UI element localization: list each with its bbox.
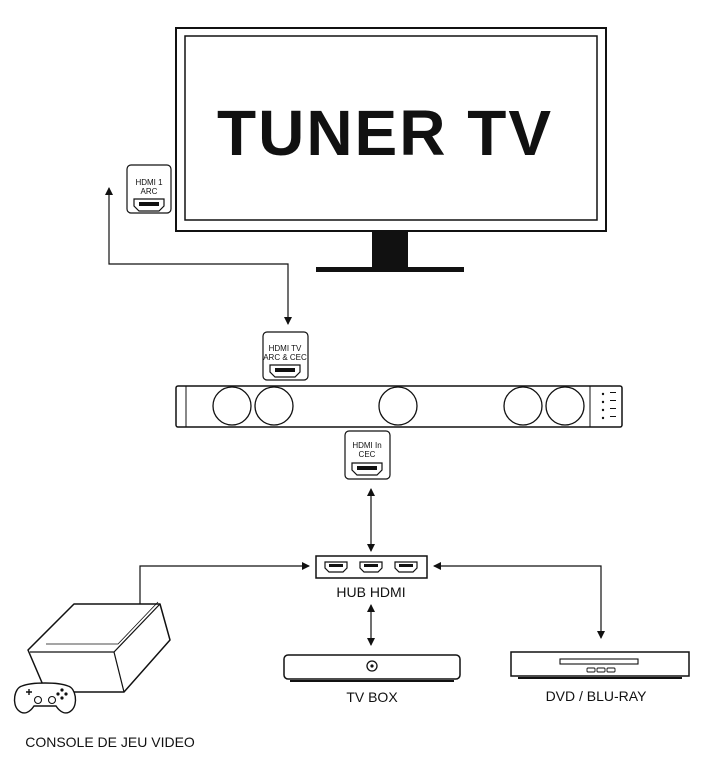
hdmi-connector-slot-icon [139, 202, 159, 206]
hub-label: HUB HDMI [336, 584, 405, 600]
game-console: CONSOLE DE JEU VIDEO [13, 601, 195, 750]
console-front-edge [113, 651, 125, 693]
tvbox-label: TV BOX [346, 689, 398, 705]
gamepad-icon [13, 682, 77, 714]
tv-stand-base [316, 267, 464, 272]
dvd-label: DVD / BLU-RAY [546, 688, 648, 704]
console-body-icon [27, 603, 171, 693]
hub-port-icon [359, 561, 383, 573]
dvd-button-icon [596, 667, 606, 673]
hub-to-console-connection [136, 562, 310, 613]
tv-hdmi-arc-port: HDMI 1 ARC [126, 164, 172, 214]
hub-to-dvd-connection [433, 562, 605, 639]
dvd-button-icon [586, 667, 596, 673]
port-label-line1: HDMI TV [269, 344, 302, 353]
port-label-line2: ARC & CEC [263, 353, 307, 362]
hub-port-icon [394, 561, 418, 573]
soundbar [175, 385, 623, 428]
port-label-line2: CEC [359, 450, 376, 459]
tv-box: TV BOX [283, 654, 461, 705]
port-label-line1: HDMI 1 [135, 178, 163, 187]
dvd-player: DVD / BLU-RAY [510, 651, 690, 704]
soundbar-control-buttons-icon [601, 392, 616, 420]
tv-screen-title: TUNER TV [217, 97, 553, 169]
speaker-driver-icon [378, 386, 418, 426]
tv-to-soundbar-connection [105, 187, 292, 325]
hdmi-connector-slot-icon [275, 368, 295, 372]
console-groove-line [46, 601, 159, 645]
tv-stand-neck [372, 231, 408, 267]
television: TUNER TV [175, 27, 607, 272]
soundbar-hdmi-in-port: HDMI In CEC [344, 430, 391, 480]
hdmi-hub: HUB HDMI [315, 555, 428, 600]
soundbar-hdmi-tv-port: HDMI TV ARC & CEC [262, 331, 309, 381]
port-label-line1: HDMI In [352, 441, 381, 450]
speaker-driver-icon [545, 386, 585, 426]
port-label-line2: ARC [141, 187, 158, 196]
console-label: CONSOLE DE JEU VIDEO [25, 734, 195, 750]
hub-port-icon [324, 561, 348, 573]
hdmi-connector-slot-icon [357, 466, 377, 470]
speaker-driver-icon [254, 386, 294, 426]
speaker-driver-icon [503, 386, 543, 426]
dvd-button-icon [606, 667, 616, 673]
speaker-driver-icon [212, 386, 252, 426]
power-button-dot [370, 664, 374, 668]
disc-tray-icon [559, 658, 639, 665]
